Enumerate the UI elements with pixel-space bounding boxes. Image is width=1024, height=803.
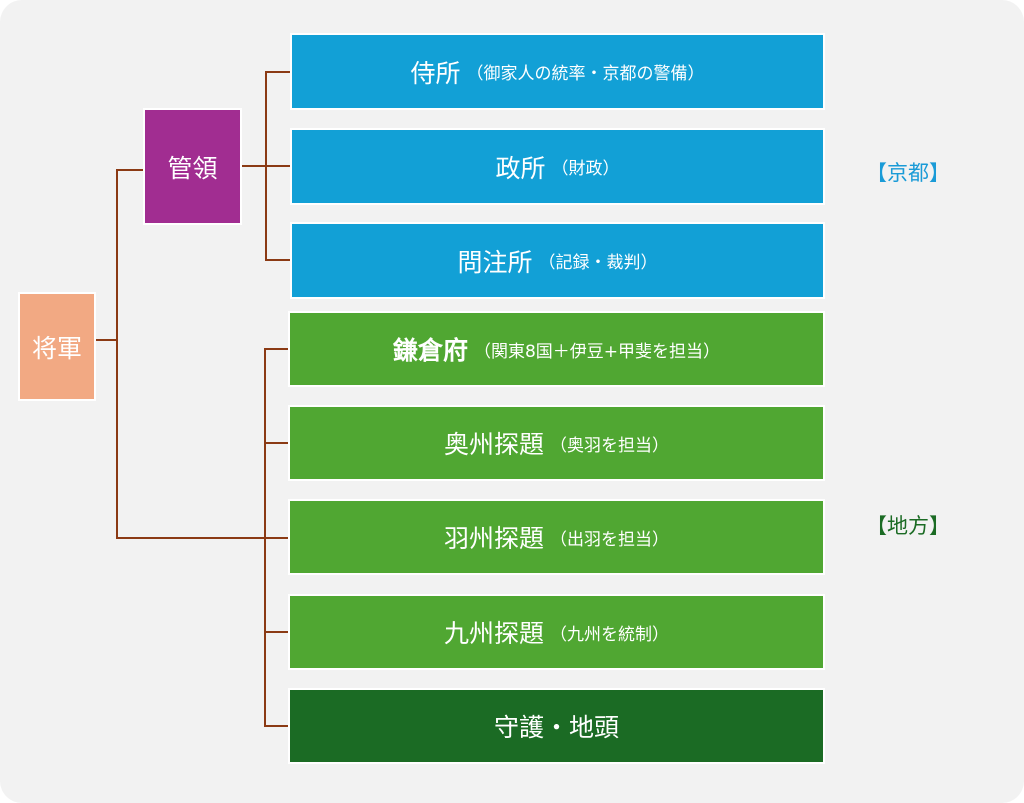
regional-office-oshu-tandai: 奥州探題 （奥羽を担当） [288, 405, 825, 481]
office-name: 羽州探題 [443, 524, 544, 553]
connector-oshu [264, 442, 290, 444]
connector-problem-dokoro [265, 259, 290, 261]
region-label-regional: 【地方】 [866, 514, 950, 538]
office-desc: （九州を統制） [550, 624, 669, 645]
kanrei-label: 管領 [167, 153, 218, 183]
regional-office-kamakura-fu: 鎌倉府 （関東8国＋伊豆+甲斐を担当） [288, 311, 825, 387]
connector-shugo [264, 725, 290, 727]
connector-kyoto-trunk [265, 71, 267, 261]
office-desc: （奥羽を担当） [550, 435, 669, 456]
connector-to-regional [116, 537, 290, 539]
office-desc: （関東8国＋伊豆+甲斐を担当） [473, 341, 721, 362]
office-name: 奥州探題 [443, 430, 544, 459]
connector-kyushu [264, 631, 290, 633]
connector-regional-trunk [264, 348, 266, 727]
shogun-label: 将軍 [31, 333, 82, 363]
kyoto-office-mandokoro: 政所 （財政） [290, 128, 825, 205]
shugo-jito-label: 守護・地頭 [493, 713, 619, 742]
connector-to-kanrei [116, 169, 144, 171]
kyoto-office-samurai-dokoro: 侍所 （御家人の統率・京都の警備） [290, 33, 825, 110]
office-name: 政所 [495, 153, 546, 183]
office-name: 九州探題 [443, 619, 544, 648]
office-name: 問注所 [457, 247, 533, 277]
region-label-kyoto: 【京都】 [866, 161, 950, 185]
office-desc: （財政） [551, 159, 620, 179]
shugo-jito-box: 守護・地頭 [288, 688, 825, 764]
connector-shogun-stub [95, 339, 118, 341]
office-name: 侍所 [410, 58, 461, 88]
office-desc: （出羽を担当） [550, 529, 669, 550]
kyoto-office-monchujo: 問注所 （記録・裁判） [290, 222, 825, 299]
shogun-box: 将軍 [18, 292, 96, 401]
regional-office-ushu-tandai: 羽州探題 （出羽を担当） [288, 499, 825, 575]
connector-shogun-trunk [116, 169, 118, 539]
office-desc: （記録・裁判） [538, 253, 658, 273]
connector-samurai-dokoro [265, 71, 290, 73]
office-desc: （御家人の統率・京都の警備） [466, 64, 705, 84]
office-name: 鎌倉府 [392, 336, 468, 365]
connector-kamakura [264, 348, 290, 350]
regional-office-kyushu-tandai: 九州探題 （九州を統制） [288, 594, 825, 670]
kanrei-box: 管領 [143, 108, 242, 225]
